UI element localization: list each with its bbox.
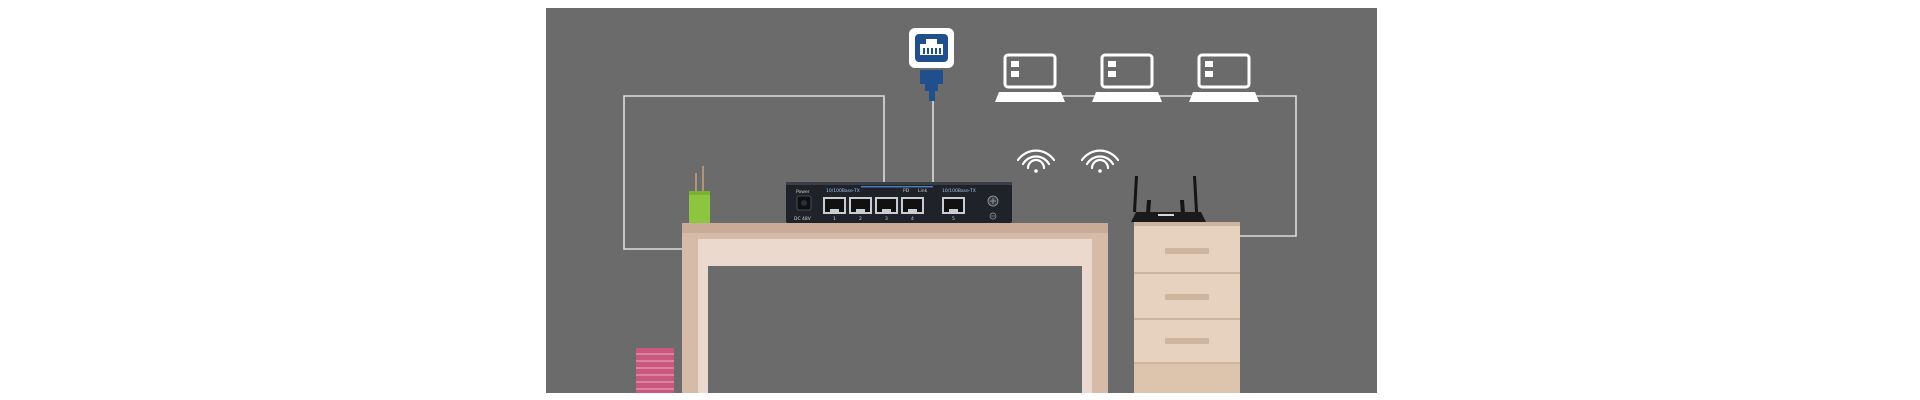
port-number-3: 3 [885,216,888,222]
laptop-icon [995,53,1065,102]
link-label: Link [918,188,928,194]
network-installation-scene: Power DC 48V 10/100Base-TX PD Link [546,8,1377,393]
poe-port-1 [823,197,846,214]
poe-switch: Power DC 48V 10/100Base-TX PD Link [786,182,1012,223]
laptop-icon [1189,53,1259,102]
wifi-icon [1080,149,1120,173]
poe-port-4 [901,197,924,214]
pd-label: PD [903,188,910,194]
port-number-4: 4 [911,216,914,222]
ground-screw-icon [987,195,999,207]
drawer-handle [1165,294,1209,300]
ethernet-plug [920,70,943,101]
uplink-label: 10/100Base-TX [942,188,976,194]
laptop-icon [1092,53,1162,102]
port-number-1: 1 [833,216,836,222]
drawer-cabinet [1134,222,1240,393]
dc-label: DC 48V [794,216,812,222]
internet-port-icon [909,28,954,68]
uplink-number: 5 [952,216,955,222]
poe-port-2 [849,197,872,214]
wifi-icon [1016,149,1056,173]
poe-group-label: 10/100Base-TX [826,188,860,194]
uplink-port [942,197,965,214]
power-adapter [689,166,710,223]
drawer-handle [1165,248,1209,254]
scene-drawing: Power DC 48V 10/100Base-TX PD Link [623,28,1297,393]
trash-bin [636,348,674,393]
wireless-router [1131,176,1206,222]
port-number-2: 2 [859,216,862,222]
drawer-handle [1165,338,1209,344]
power-label: Power [796,189,810,195]
poe-port-3 [875,197,898,214]
cable-adapter-loop [623,95,885,250]
ground-symbol-icon [989,212,997,220]
desk [682,223,1108,393]
